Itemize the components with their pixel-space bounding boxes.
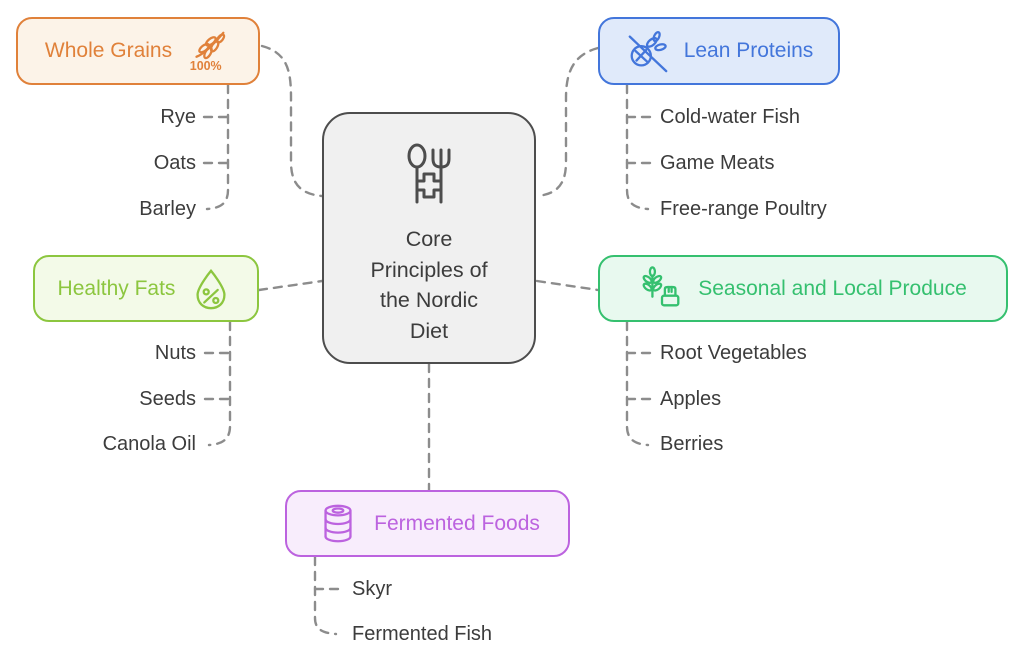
node-whole-grains-label: Whole Grains bbox=[44, 39, 173, 62]
cutlery-medical-cross-icon bbox=[407, 143, 451, 204]
node-healthy-fats-label: Healthy Fats bbox=[57, 276, 176, 300]
item-rye: Rye bbox=[160, 106, 196, 128]
item-free-range-poultry: Free-range Poultry bbox=[660, 198, 827, 220]
wheat-100-badge: 100% bbox=[190, 59, 222, 73]
center-title: Core Principles of the Nordic Diet bbox=[370, 227, 488, 343]
item-game-meats: Game Meats bbox=[660, 152, 775, 174]
item-fermented-fish: Fermented Fish bbox=[352, 623, 493, 645]
node-healthy-fats: Healthy Fats bbox=[33, 255, 259, 322]
droplet-percent-icon bbox=[196, 268, 227, 309]
item-root-vegetables: Root Vegetables bbox=[660, 342, 807, 364]
barrel-icon bbox=[324, 504, 352, 542]
wheat-sprig-icon: 100% bbox=[190, 31, 226, 73]
item-nuts: Nuts bbox=[154, 342, 196, 364]
spine-lean-proteins bbox=[625, 83, 650, 211]
spine-fermented bbox=[313, 555, 338, 636]
node-whole-grains: Whole Grains 100% bbox=[16, 17, 260, 85]
item-cold-water-fish: Cold-water Fish bbox=[660, 106, 801, 128]
plant-market-icon bbox=[642, 265, 680, 306]
node-lean-proteins-label: Lean Proteins bbox=[683, 39, 814, 62]
connector-lean-proteins-center bbox=[535, 46, 600, 198]
node-fermented-foods-label: Fermented Foods bbox=[374, 511, 540, 535]
node-seasonal-produce-label: Seasonal and Local Produce bbox=[698, 276, 967, 300]
item-oats: Oats bbox=[153, 152, 196, 174]
item-barley: Barley bbox=[139, 198, 196, 220]
crossed-wheat-icon bbox=[628, 31, 668, 73]
item-berries: Berries bbox=[660, 433, 724, 455]
spine-seasonal bbox=[625, 320, 650, 447]
connector-healthy-fats-center bbox=[257, 279, 324, 292]
connector-whole-grains-center bbox=[260, 44, 324, 198]
spine-healthy-fats bbox=[207, 320, 232, 447]
node-seasonal-produce: Seasonal and Local Produce bbox=[598, 255, 1008, 322]
item-skyr: Skyr bbox=[352, 578, 392, 600]
node-lean-proteins: Lean Proteins bbox=[598, 17, 840, 85]
spine-whole-grains bbox=[205, 83, 230, 211]
connector-center-seasonal bbox=[535, 279, 600, 292]
center-node: Core Principles of the Nordic Diet bbox=[322, 112, 536, 364]
item-canola-oil: Canola Oil bbox=[102, 433, 196, 455]
item-apples: Apples bbox=[660, 388, 722, 410]
node-fermented-foods: Fermented Foods bbox=[285, 490, 570, 557]
item-seeds: Seeds bbox=[139, 388, 196, 410]
